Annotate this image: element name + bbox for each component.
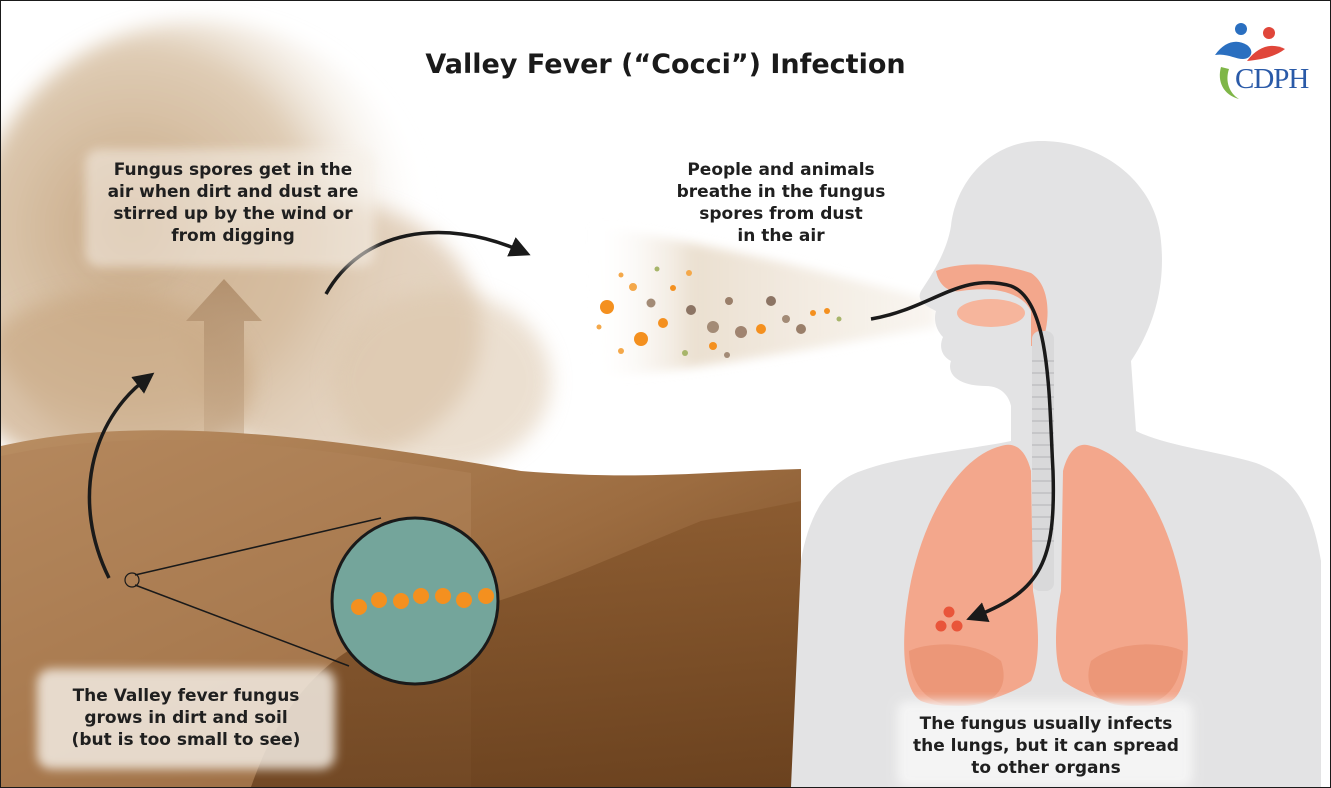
logo-text: CDPH <box>1235 63 1308 96</box>
label-line: to other organs <box>891 757 1201 779</box>
label-line: Fungus spores get in the <box>83 159 383 181</box>
label-line: the lungs, but it can spread <box>891 735 1201 757</box>
label-line: The fungus usually infects <box>891 713 1201 735</box>
spore-plume <box>591 226 936 376</box>
label-line: air when dirt and dust are <box>83 181 383 203</box>
page-title: Valley Fever (“Cocci”) Infection <box>1 49 1330 80</box>
label-line: (but is too small to see) <box>37 729 335 751</box>
cdph-logo: CDPH <box>1207 19 1317 109</box>
label-line: stirred up by the wind or <box>83 203 383 225</box>
label-spores-in-air: Fungus spores get in the air when dirt a… <box>83 159 383 247</box>
label-line: grows in dirt and soil <box>37 707 335 729</box>
label-breathe-in: People and animals breathe in the fungus… <box>651 159 911 247</box>
label-line: People and animals <box>651 159 911 181</box>
label-line: spores from dust <box>651 203 911 225</box>
label-line: in the air <box>651 225 911 247</box>
label-line: breathe in the fungus <box>651 181 911 203</box>
label-grows-in-soil: The Valley fever fungus grows in dirt an… <box>37 685 335 751</box>
label-infects-lungs: The fungus usually infects the lungs, bu… <box>891 713 1201 779</box>
label-line: The Valley fever fungus <box>37 685 335 707</box>
label-line: from digging <box>83 225 383 247</box>
